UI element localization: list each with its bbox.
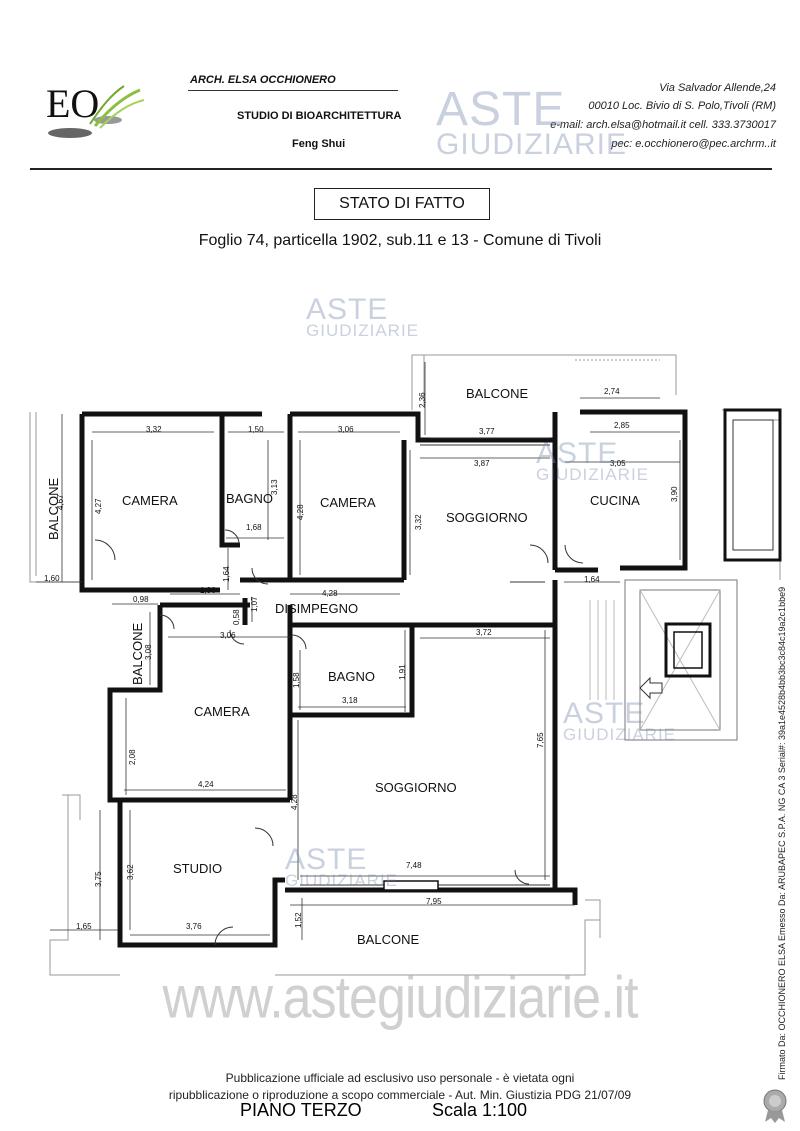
dim-label: 7,48 (406, 861, 422, 870)
room-camera-3: CAMERA (194, 704, 250, 719)
dim-label: 1,07 (250, 596, 259, 612)
dim-label: 1,65 (76, 922, 92, 931)
dim-label: 0,58 (232, 609, 241, 625)
dim-label: 3,76 (186, 922, 202, 931)
studio-subtitle: Feng Shui (292, 138, 346, 150)
stato-di-fatto-box: STATO DI FATTO (314, 188, 490, 220)
site-watermark: www.astegiudiziarie.it (162, 964, 638, 1032)
dim-label: 4,27 (94, 498, 103, 514)
dim-label: 3,13 (270, 479, 279, 495)
scale-label: Scala 1:100 (432, 1100, 528, 1120)
dim-label: 2,85 (614, 421, 630, 430)
room-bagno-1: BAGNO (226, 491, 273, 506)
dim-label: 1,52 (294, 912, 303, 928)
architect-name: ARCH. ELSA OCCHIONERO (190, 74, 336, 86)
publication-notice: Pubblicazione ufficiale ad esclusivo uso… (0, 1070, 800, 1104)
room-studio: STUDIO (173, 861, 223, 876)
dim-label: 1,68 (246, 523, 262, 532)
dim-label: 4,24 (198, 780, 214, 789)
dim-label: 4,28 (296, 504, 305, 520)
room-camera-2: CAMERA (320, 495, 376, 510)
dim-label: 4,28 (322, 589, 338, 598)
dim-label: 0,98 (133, 595, 149, 604)
room-balcone-south: BALCONE (357, 932, 420, 947)
dim-label: 1,64 (584, 575, 600, 584)
address-city: 00010 Loc. Bivio di S. Polo,Tivoli (RM) (588, 100, 776, 112)
digital-signature: Firmato Da: OCCHIONERO ELSA Emesso Da: A… (777, 586, 787, 1080)
room-balcone-small: BALCONE (130, 622, 145, 685)
dim-label: 3,77 (479, 427, 495, 436)
logo-text: EO (46, 81, 100, 126)
dim-label: 7,95 (426, 897, 442, 906)
studio-logo (48, 85, 145, 138)
dim-label: 1,60 (44, 574, 60, 583)
dim-label: 2,74 (604, 387, 620, 396)
room-soggiorno-1: SOGGIORNO (446, 510, 528, 525)
dim-label: 3,32 (146, 425, 162, 434)
dim-label: 2,36 (418, 392, 427, 408)
header-rule (30, 168, 772, 170)
dim-label: 3,32 (414, 514, 423, 530)
dim-label: 1,96 (200, 586, 216, 595)
dim-label: 3,18 (342, 696, 358, 705)
dim-label: 4,67 (56, 494, 65, 510)
dim-label: 3,06 (338, 425, 354, 434)
dim-label: 3,06 (220, 631, 236, 640)
publication-line-2: ripubblicazione o riproduzione a scopo c… (168, 1088, 632, 1102)
address-email: e-mail: arch.elsa@hotmail.it cell. 333.3… (550, 119, 776, 131)
studio-name: STUDIO DI BIOARCHITETTURA (237, 110, 402, 122)
dim-label: 3,05 (610, 459, 626, 468)
address-pec: pec: e.occhionero@pec.archrm..it (611, 138, 776, 150)
cadastral-reference: Foglio 74, particella 1902, sub.11 e 13 … (198, 232, 602, 249)
room-disimpegno: DISIMPEGNO (275, 601, 359, 616)
dim-label: 2,08 (128, 749, 137, 765)
dim-label: 1,91 (398, 664, 407, 680)
room-bagno-2: BAGNO (328, 669, 375, 684)
seal-icon (763, 1089, 787, 1123)
dim-label: 1,50 (248, 425, 264, 434)
dim-label: 4,28 (290, 794, 299, 810)
publication-line-1: Pubblicazione ufficiale ad esclusivo uso… (225, 1071, 575, 1085)
dim-label: 3,75 (94, 871, 103, 887)
address-street: Via Salvador Allende,24 (659, 82, 776, 94)
floor-label: PIANO TERZO (240, 1100, 362, 1120)
room-soggiorno-2: SOGGIORNO (375, 780, 457, 795)
dim-label: 3,62 (126, 864, 135, 880)
room-balcone-north: BALCONE (466, 386, 529, 401)
dim-label: 1,58 (292, 672, 301, 688)
dim-label: 3,87 (474, 459, 490, 468)
dim-label: 7,65 (536, 732, 545, 748)
dim-label: 3,72 (476, 628, 492, 637)
room-cucina: CUCINA (590, 493, 640, 508)
dim-label: 3,90 (670, 486, 679, 502)
dim-label: 1,64 (222, 566, 231, 582)
header-underline (188, 90, 398, 91)
dim-label: 3,08 (144, 644, 153, 660)
room-camera-1: CAMERA (122, 493, 178, 508)
